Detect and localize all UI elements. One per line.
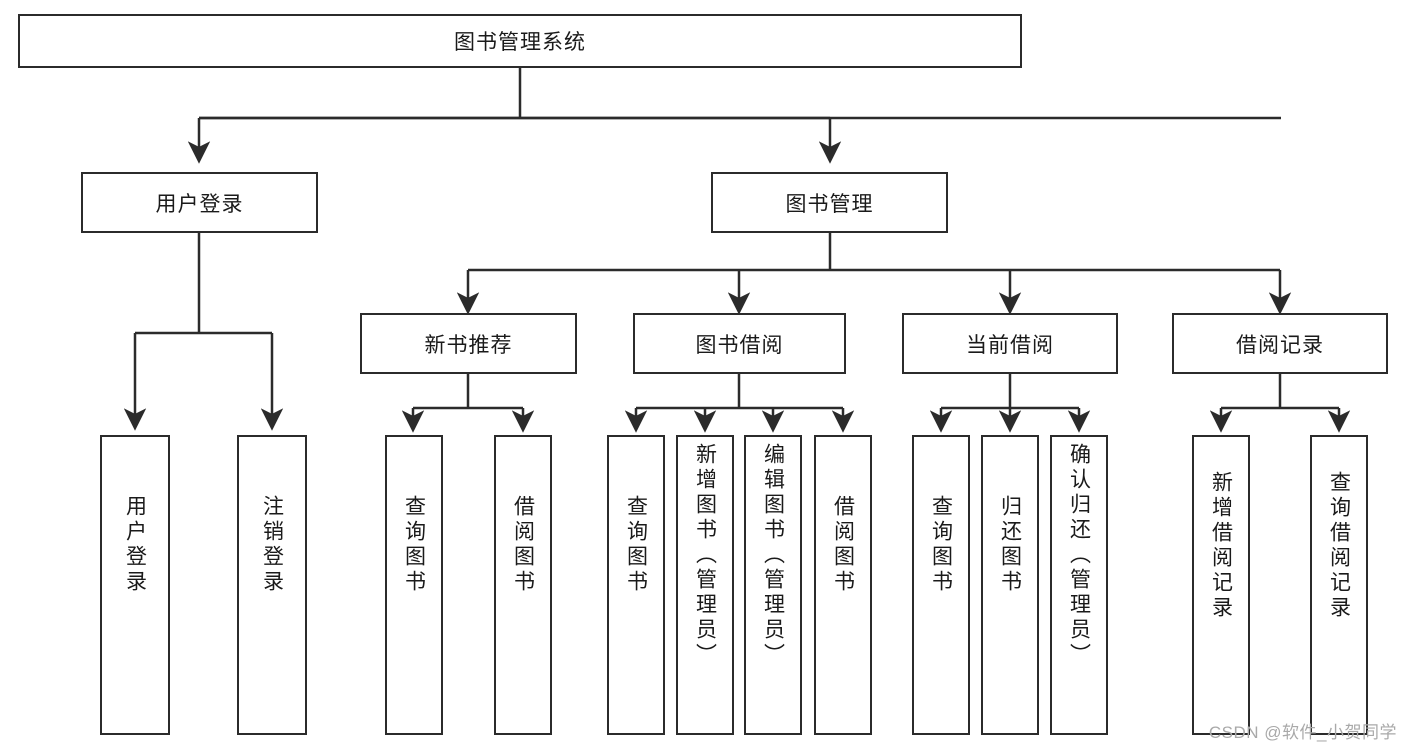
- node-label: 借阅记录: [1236, 333, 1324, 357]
- leaf-current-query-book[interactable]: 查询图书: [912, 435, 970, 735]
- node-label: 查询图书: [402, 495, 426, 595]
- node-label: 归还图书: [998, 495, 1022, 595]
- leaf-borrow-edit-book[interactable]: 编辑图书（管理员）: [744, 435, 802, 735]
- node-label: 图书借阅: [695, 333, 784, 357]
- node-label: 查询图书: [624, 495, 648, 595]
- csdn-watermark: CSDN @软件_小贺同学: [1208, 723, 1397, 742]
- node-label: 编辑图书（管理员）: [761, 443, 785, 668]
- leaf-new-book-borrow[interactable]: 借阅图书: [494, 435, 552, 735]
- leaf-borrow-add-book[interactable]: 新增图书（管理员）: [676, 435, 734, 735]
- node-label: 用户登录: [155, 192, 244, 216]
- node-book-management[interactable]: 图书管理: [711, 172, 948, 233]
- node-user-login[interactable]: 用户登录: [81, 172, 318, 233]
- node-root-system[interactable]: 图书管理系统: [18, 14, 1022, 68]
- node-label: 新书推荐: [424, 333, 513, 357]
- leaf-current-confirm-return[interactable]: 确认归还（管理员）: [1050, 435, 1108, 735]
- node-label: 确认归还（管理员）: [1067, 443, 1091, 668]
- node-label: 查询借阅记录: [1327, 471, 1351, 621]
- node-label: 注销登录: [260, 495, 284, 595]
- leaf-record-add-record[interactable]: 新增借阅记录: [1192, 435, 1250, 735]
- node-label: 用户登录: [123, 495, 147, 595]
- leaf-borrow-query-book[interactable]: 查询图书: [607, 435, 665, 735]
- node-borrow-record[interactable]: 借阅记录: [1172, 313, 1388, 374]
- leaf-current-return-book[interactable]: 归还图书: [981, 435, 1039, 735]
- node-label: 图书管理: [785, 192, 874, 216]
- leaf-user-login-logout[interactable]: 注销登录: [237, 435, 307, 735]
- leaf-new-book-query[interactable]: 查询图书: [385, 435, 443, 735]
- node-new-book-recommend[interactable]: 新书推荐: [360, 313, 577, 374]
- node-book-borrow[interactable]: 图书借阅: [633, 313, 846, 374]
- leaf-borrow-borrow-book[interactable]: 借阅图书: [814, 435, 872, 735]
- node-label: 查询图书: [929, 495, 953, 595]
- node-label: 新增图书（管理员）: [693, 443, 717, 668]
- node-label: 图书管理系统: [454, 31, 586, 54]
- node-label: 新增借阅记录: [1209, 471, 1233, 621]
- node-current-borrow[interactable]: 当前借阅: [902, 313, 1118, 374]
- node-label: 借阅图书: [511, 495, 535, 595]
- leaf-record-query-record[interactable]: 查询借阅记录: [1310, 435, 1368, 735]
- leaf-user-login-login[interactable]: 用户登录: [100, 435, 170, 735]
- node-label: 借阅图书: [831, 495, 855, 595]
- node-label: 当前借阅: [966, 333, 1054, 357]
